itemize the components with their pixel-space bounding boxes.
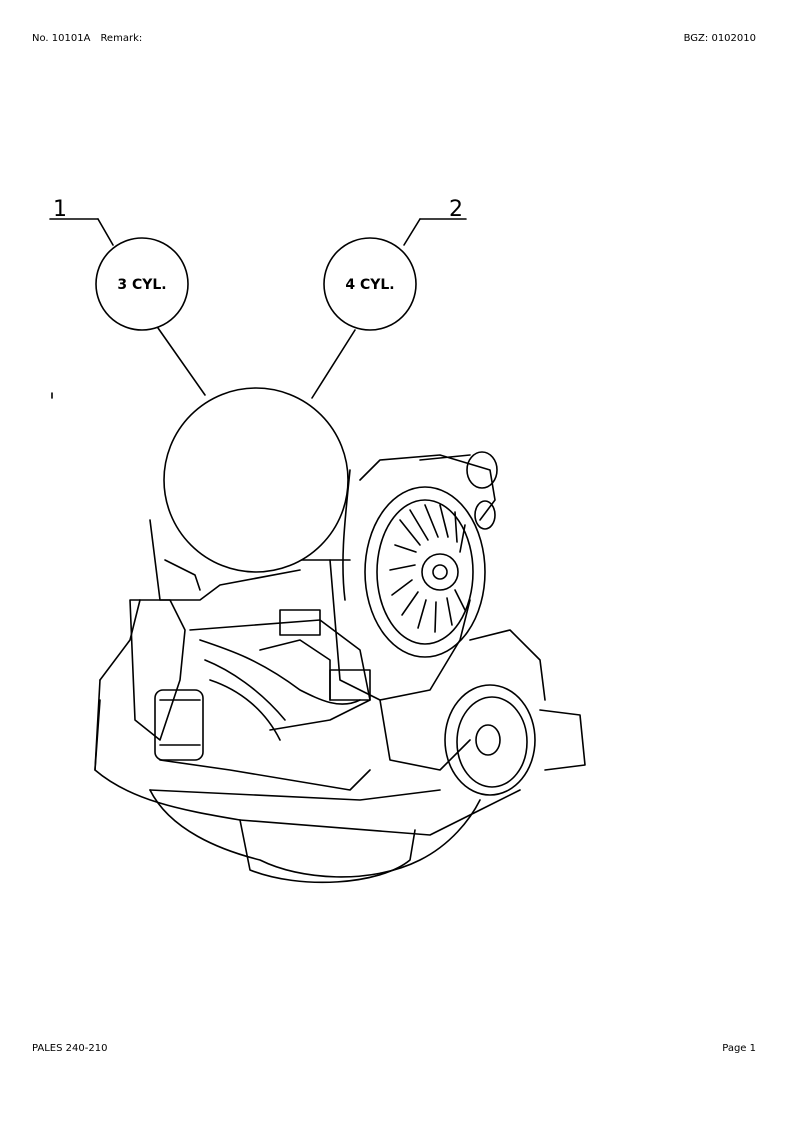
callout-1-leader [49,218,114,246]
engine-illustration [51,392,586,884]
variant-circle-4cyl [323,237,417,331]
callout-number-2: 2 [449,197,463,222]
variant-circle-3cyl [95,237,189,331]
bgz-code: BGZ: 0102010 [683,33,756,44]
document-number-header: No. 10101A Remark: [32,33,142,45]
connector-3cyl [157,327,206,396]
variant-label-3cyl: 3 CYL. [117,277,166,293]
remark-label: Remark: [100,33,143,44]
variant-label-4cyl: 4 CYL. [345,277,394,293]
callout-2-leader [403,218,467,246]
callout-number-1: 1 [53,197,67,222]
central-variant-circle [163,387,349,573]
document-code-footer: PALES 240-210 [32,1043,108,1054]
connector-4cyl [311,329,356,399]
page-number: Page 1 [722,1043,756,1054]
document-number: No. 10101A [32,33,91,44]
